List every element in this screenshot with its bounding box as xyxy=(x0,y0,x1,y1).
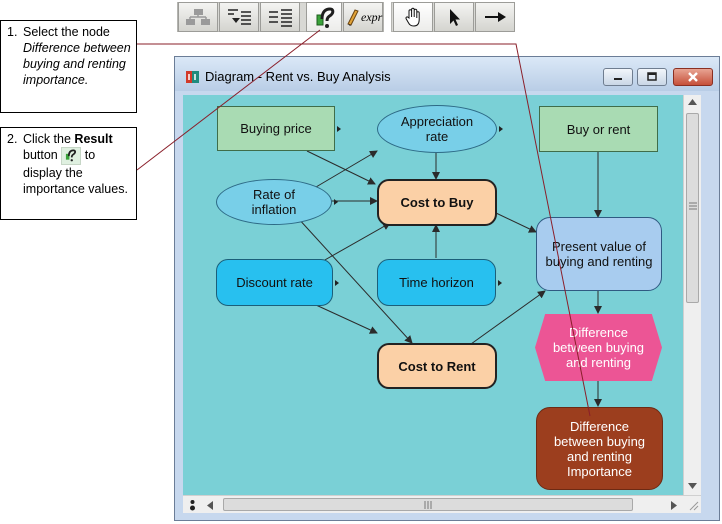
step-text: to display the importance values. xyxy=(23,148,128,196)
arrow-discount-costtorent xyxy=(315,304,378,334)
node-label: Buy or rent xyxy=(566,121,631,137)
scroll-up-icon xyxy=(688,99,697,105)
window-titlebar[interactable]: Diagram - Rent vs. Buy Analysis xyxy=(175,57,719,91)
window-title: Diagram - Rent vs. Buy Analysis xyxy=(205,69,391,84)
node-cost-to-buy[interactable]: Cost to Buy xyxy=(377,179,497,226)
step-button-name: Result xyxy=(74,132,113,146)
instruction-step-1: 1. Select the node Difference between bu… xyxy=(0,20,137,113)
arrow-costtobuy-presentvalue xyxy=(495,212,537,233)
connect-tool-button[interactable] xyxy=(475,2,515,32)
indent-list-icon xyxy=(228,9,251,25)
scroll-right-icon xyxy=(671,501,677,510)
close-icon xyxy=(688,72,698,82)
minimize-button[interactable] xyxy=(603,68,633,86)
outdent-button[interactable] xyxy=(260,2,300,32)
horizontal-scroll-thumb[interactable] xyxy=(223,498,633,511)
arrow-inflation-appreciation xyxy=(315,150,378,188)
grip-icon xyxy=(424,501,432,509)
output-arrow-icon xyxy=(334,199,338,205)
node-discount-rate[interactable]: Discount rate xyxy=(216,259,333,306)
node-label: Discount rate xyxy=(236,275,313,290)
indent-button[interactable] xyxy=(219,2,259,32)
node-label: Buying price xyxy=(240,121,312,136)
node-difference[interactable]: Difference between buying and renting xyxy=(535,314,662,381)
maximize-button[interactable] xyxy=(637,68,667,86)
step-number: 1. xyxy=(7,25,18,39)
node-present-value[interactable]: Present value of buying and renting xyxy=(536,217,662,291)
step-number: 2. xyxy=(7,132,18,146)
grip-icon xyxy=(689,202,697,210)
output-arrow-icon xyxy=(499,126,503,132)
node-label: Difference between buying and renting Im… xyxy=(553,418,646,479)
step-node-name: Difference between buying and renting im… xyxy=(23,41,131,87)
result-icon xyxy=(61,147,82,165)
arrow-pointer-icon xyxy=(450,9,460,26)
node-cost-to-rent[interactable]: Cost to Rent xyxy=(377,343,497,389)
node-difference-importance[interactable]: Difference between buying and renting Im… xyxy=(536,407,663,490)
expr-label: expr xyxy=(361,10,383,24)
node-label: Cost to Buy xyxy=(400,195,474,210)
result-button[interactable] xyxy=(306,2,342,32)
outdent-list-icon xyxy=(269,9,292,27)
result-icon xyxy=(316,7,335,28)
vertical-scroll-thumb[interactable] xyxy=(686,113,699,303)
scroll-left-icon xyxy=(207,501,213,510)
diagram-icon xyxy=(186,71,199,83)
node-label: Present value of buying and renting xyxy=(545,239,653,269)
step-text: Select the node xyxy=(23,25,110,39)
node-label: Difference between buying and renting xyxy=(552,325,645,370)
arrow-buyingprice-costtobuy xyxy=(306,150,376,185)
outline-toggle-icon[interactable] xyxy=(188,499,197,511)
instruction-step-2: 2. Click the Result button to display th… xyxy=(0,127,137,220)
node-rate-of-inflation[interactable]: Rate of inflation xyxy=(216,179,332,225)
minimize-icon xyxy=(614,78,622,80)
node-label: Time horizon xyxy=(399,275,474,290)
node-buying-price[interactable]: Buying price xyxy=(217,106,335,151)
output-arrow-icon xyxy=(337,126,341,132)
node-appreciation-rate[interactable]: Appreciation rate xyxy=(377,105,497,153)
node-buy-or-rent[interactable]: Buy or rent xyxy=(539,106,658,152)
horizontal-scrollbar[interactable] xyxy=(183,495,701,513)
resize-grip-icon[interactable] xyxy=(687,499,699,511)
arrow-connect-icon xyxy=(485,12,506,22)
expr-button[interactable]: expr xyxy=(343,2,383,32)
output-arrow-icon xyxy=(335,280,339,286)
hand-tool-button[interactable] xyxy=(393,2,433,32)
close-button[interactable] xyxy=(673,68,713,86)
vertical-scrollbar[interactable] xyxy=(683,95,701,495)
scroll-down-icon xyxy=(688,483,697,489)
arrow-tool-button[interactable] xyxy=(434,2,474,32)
diagram-canvas[interactable]: Buying price Appreciation rate Buy or re… xyxy=(183,95,683,495)
maximize-icon xyxy=(647,72,657,81)
expr-icon xyxy=(347,9,359,26)
hand-icon xyxy=(405,7,420,27)
step-text: button xyxy=(23,148,58,162)
node-time-horizon[interactable]: Time horizon xyxy=(377,259,496,306)
step-text: Click the xyxy=(23,132,71,146)
node-label: Appreciation rate xyxy=(400,114,474,144)
outline-button[interactable] xyxy=(178,2,218,32)
outline-icon xyxy=(186,9,210,25)
arrow-discount-costtobuy xyxy=(315,222,391,266)
node-label: Rate of inflation xyxy=(251,187,297,217)
diagram-window: Diagram - Rent vs. Buy Analysis xyxy=(174,56,720,521)
node-label: Cost to Rent xyxy=(398,358,476,374)
output-arrow-icon xyxy=(498,280,502,286)
